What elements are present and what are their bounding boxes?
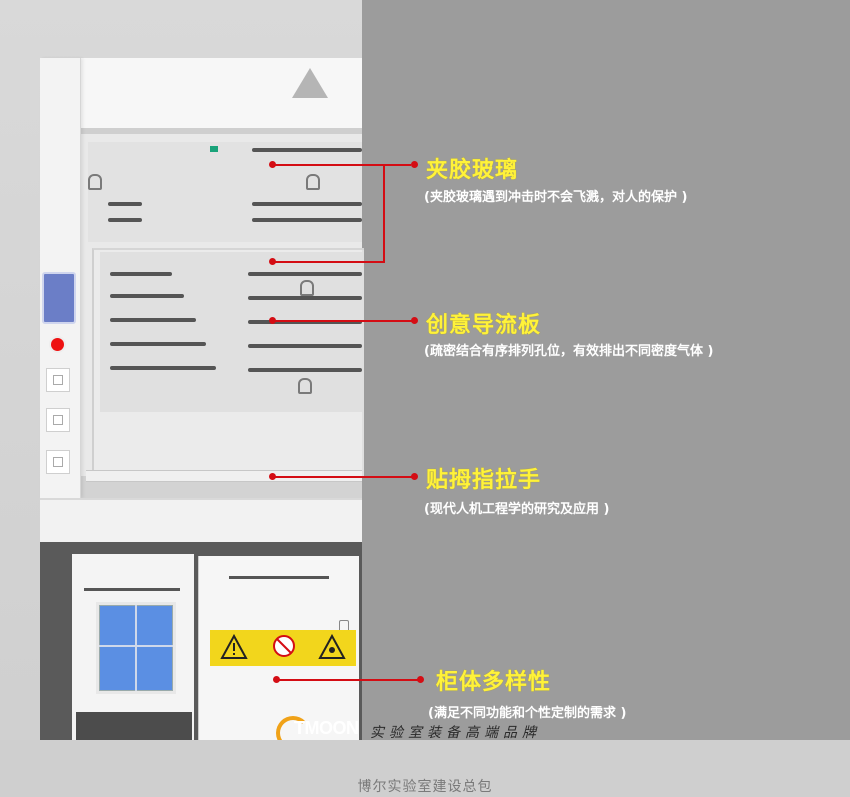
toxic-icon [318,634,346,659]
upper-baffle [88,142,362,242]
baffle-slot [252,148,362,152]
callout-line [279,679,419,681]
hazard-label [210,630,356,666]
callout-dot [269,161,276,168]
callout-line [383,164,385,263]
power-button-icon [51,338,64,351]
sensor-icon [210,146,218,152]
callout-title: 贴拇指拉手 [426,468,542,493]
callout-line [275,476,415,478]
callout-line [275,320,415,322]
warning-triangle-icon [292,68,328,98]
baffle-slot [110,342,206,346]
viewing-window [96,602,176,694]
baffle-slot [110,272,172,276]
power-socket-icon [46,368,70,392]
callout-description: (夹胶玻璃遇到冲击时不会飞溅，对人的保护 ) [424,190,688,205]
hazard-triangle-icon [220,634,248,659]
info-panel-background [362,0,850,797]
brand-slogan: 实验室装备高端品牌 [370,725,541,741]
power-socket-icon [46,450,70,474]
baffle-slot [248,320,362,324]
callout-description: (满足不同功能和个性定制的需求 ) [428,706,627,721]
callout-dot [411,473,418,480]
baffle-slot [252,202,362,206]
baffle-slot [248,296,362,300]
footer-strip [0,740,850,797]
callout-dot [269,473,276,480]
callout-line [275,261,385,263]
callout-line [275,164,411,166]
hook-icon [306,174,320,190]
callout-dot [273,676,280,683]
lower-baffle [100,252,362,412]
hook-icon [88,174,102,190]
callout-dot [269,258,276,265]
footer-text: 博尔实验室建设总包 [357,779,493,795]
callout-dot [411,161,418,168]
callout-description: (现代人机工程学的研究及应用 ) [424,502,610,517]
thumb-pull-handle [86,470,362,482]
door-handle [84,588,180,591]
baffle-slot [108,202,142,206]
power-socket-icon [46,408,70,432]
baffle-slot [248,368,362,372]
brand-name: TMOON [294,718,359,738]
callout-title: 夹胶玻璃 [426,158,519,183]
cabinet-plinth [76,712,192,740]
callout-title: 柜体多样性 [436,670,552,695]
baffle-slot [248,344,362,348]
baffle-slot [108,218,142,222]
callout-dot [411,317,418,324]
hook-icon [298,378,312,394]
callout-title: 创意导流板 [426,313,542,338]
callout-dot [269,317,276,324]
baffle-slot [110,318,196,322]
baffle-slot [110,366,216,370]
callout-description: (疏密结合有序排列孔位，有效排出不同密度气体 ) [424,344,714,359]
callout-dot [417,676,424,683]
no-fire-icon [273,635,295,657]
worktop [40,498,362,546]
baffle-slot [110,294,184,298]
door-handle [229,576,329,579]
baffle-slot [252,218,362,222]
hook-icon [300,280,314,296]
baffle-slot [248,272,362,276]
control-display [42,272,76,324]
